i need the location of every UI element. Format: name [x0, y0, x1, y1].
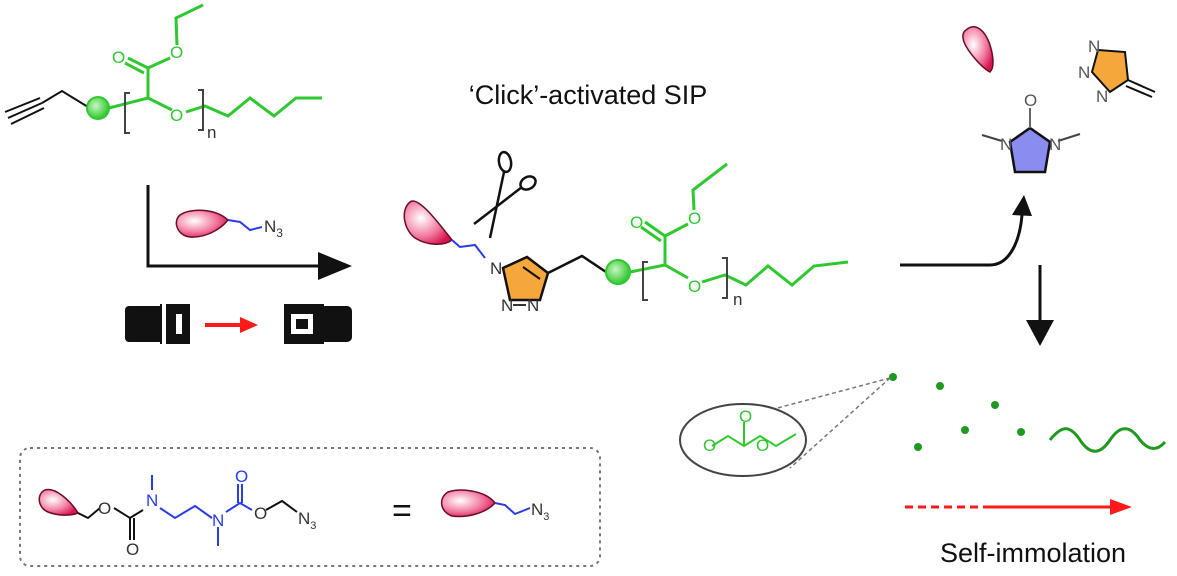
triazole-ring — [501, 255, 550, 302]
atom-label: N — [490, 259, 502, 278]
svg-text:N3: N3 — [264, 217, 283, 240]
released-payload-drop — [962, 26, 994, 73]
atom-label: N — [146, 491, 158, 510]
atom-label: N — [1049, 135, 1061, 154]
atom-label: O — [688, 277, 701, 296]
atom-label: N — [501, 296, 513, 315]
azide-label: N3 — [298, 509, 316, 532]
atom-label: N — [1000, 135, 1012, 154]
self-immolation-label: Self-immolation — [940, 538, 1126, 568]
scheme-title: ‘Click’-activated SIP — [469, 80, 708, 110]
linker-legend-box — [19, 447, 601, 567]
scissors-icon — [473, 150, 537, 239]
atom-label: N — [1078, 63, 1090, 82]
repeat-unit-label: n — [733, 290, 742, 309]
monomer-zoom — [679, 377, 891, 477]
atom-label: O — [170, 43, 183, 62]
polymer-tail — [1048, 427, 1167, 453]
atom-label: O — [170, 106, 183, 125]
monomer-dots — [889, 373, 1025, 451]
azide-reagent: N3 — [175, 209, 283, 240]
atom-label: O — [739, 407, 752, 426]
reaction-arrow — [146, 185, 352, 280]
imidazolidinone-ring — [981, 108, 1081, 174]
atom-label: N — [527, 296, 539, 315]
seatbelt-unbuckled-icon — [125, 304, 190, 344]
atom-label: N — [1096, 87, 1108, 106]
atom-label: N — [1088, 37, 1100, 56]
clicked-polymer — [547, 162, 849, 301]
atom-label: O — [630, 213, 643, 232]
payload-drop — [403, 200, 454, 245]
fragmentation-arrow — [900, 214, 1042, 325]
atom-label: O — [235, 467, 248, 486]
atom-label: O — [688, 209, 701, 228]
atom-label: O — [98, 499, 111, 518]
equals-sign: = — [392, 492, 412, 530]
atom-label: O — [756, 436, 769, 455]
atom-label: O — [1024, 91, 1037, 110]
red-arrow — [205, 317, 258, 333]
atom-label: O — [254, 504, 267, 523]
atom-label: O — [703, 436, 716, 455]
triazole-fragment — [1090, 48, 1156, 98]
seatbelt-buckled-icon — [284, 304, 352, 344]
starting-polymer — [4, 3, 322, 134]
self-immolation-arrow — [905, 499, 1132, 515]
atom-label: O — [126, 540, 139, 559]
azide-label: N3 — [531, 500, 549, 523]
atom-label: O — [112, 48, 125, 67]
repeat-unit-label: n — [207, 123, 216, 142]
atom-label: N — [212, 511, 224, 530]
